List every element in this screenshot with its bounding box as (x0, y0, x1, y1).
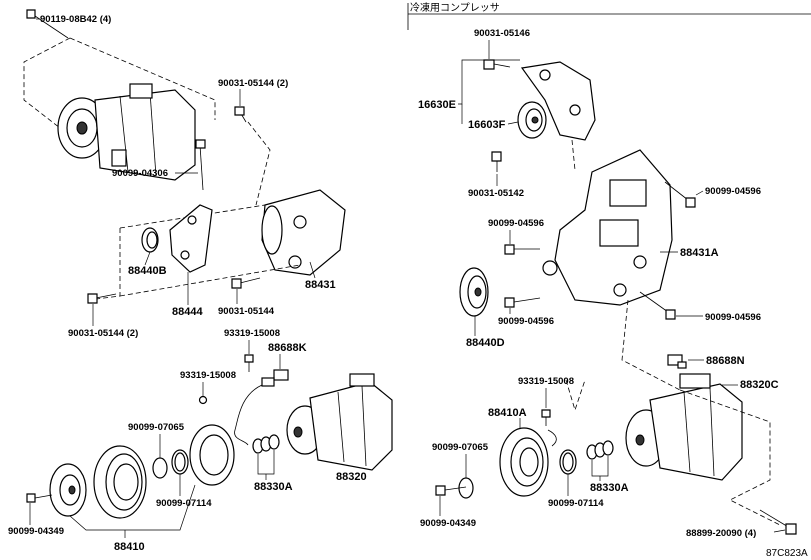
bolt-pulley-left[interactable] (26, 493, 53, 503)
label-left-ring-outer: 90099-07065 (128, 422, 185, 433)
bolt-left-lower-right[interactable] (504, 297, 541, 308)
label-right-bolt-lower-right: 90099-04596 (705, 312, 761, 323)
tensioner-pulley-right[interactable] (517, 101, 547, 139)
label-right-bolt-left-lower: 90099-04596 (498, 316, 554, 327)
idler-pulley-right[interactable] (459, 267, 489, 317)
label-left-bolt-mid: 90099-04306 (112, 168, 168, 179)
bolt-left-upper-right[interactable] (504, 244, 540, 255)
section-header: 冷凍用コンプレッサ (410, 1, 500, 14)
label-left-bolt-clutch: 93319-15008 (180, 370, 236, 381)
label-left-bolt-top: 90119-08B42 (4) (40, 14, 111, 25)
bolt-lower-right[interactable] (639, 291, 676, 320)
label-right-clutch-assy: 88410A (488, 407, 527, 419)
label-left-bolt-pulley: 90099-04349 (8, 526, 64, 537)
bolt-top-right[interactable] (483, 59, 511, 70)
bolt-bracket-left[interactable] (231, 277, 261, 289)
label-right-bolt-pulley: 90099-04349 (420, 518, 476, 529)
label-right-bolt-top: 90031-05146 (474, 28, 530, 39)
label-right-idler-pulley: 88440D (466, 337, 505, 349)
bolt-upper-left[interactable] (234, 106, 247, 123)
clutch-pulley-right[interactable] (499, 427, 549, 497)
label-right-ring-outer: 90099-07065 (432, 442, 489, 453)
tensioner-bracket-right[interactable] (520, 61, 596, 141)
bolt-mid-left[interactable] (195, 139, 206, 191)
compressor-lower-right[interactable] (625, 373, 743, 481)
label-right-bolt-left-upper: 90099-04596 (488, 218, 544, 229)
label-right-tensioner-assy: 16630E (418, 99, 456, 111)
label-right-ring-inner: 90099-07114 (548, 498, 604, 509)
shims-right[interactable] (586, 440, 614, 460)
bolt-switch-right[interactable] (541, 409, 551, 426)
bolt-clutch-left[interactable] (198, 395, 208, 405)
label-left-bracket-main: 88431 (305, 279, 336, 291)
label-left-bracket-small: 88444 (172, 306, 203, 318)
bracket-main-right[interactable] (542, 149, 673, 306)
pressure-plate-left[interactable] (49, 463, 87, 517)
snap-ring-inner-left[interactable] (171, 449, 189, 475)
bolt-compressor-right[interactable] (759, 509, 797, 535)
compressor-upper-left[interactable] (57, 83, 196, 181)
label-left-bolt-upper: 90031-05144 (2) (218, 78, 288, 89)
snap-ring-inner-right[interactable] (559, 449, 577, 475)
bracket-main-left[interactable] (261, 189, 346, 276)
field-coil-left[interactable] (189, 424, 235, 486)
bolt-upper-right[interactable] (664, 181, 696, 208)
bracket-small-left[interactable] (169, 204, 213, 273)
label-left-bolt-lower: 90031-05144 (2) (68, 328, 138, 339)
label-right-tensioner-pulley: 16603F (468, 119, 506, 131)
bolt-tensioner-right[interactable] (491, 151, 502, 172)
connector-left[interactable] (261, 369, 289, 387)
compressor-lower-left[interactable] (286, 373, 393, 471)
label-left-clutch-assy: 88410 (114, 541, 145, 553)
label-right-bolt-compressor: 88899-20090 (4) (686, 528, 756, 539)
label-left-bolt-switch: 93319-15008 (224, 328, 280, 339)
bolt-top-left[interactable] (26, 9, 69, 39)
bolt-switch-left[interactable] (244, 354, 254, 372)
label-left-ring-inner: 90099-07114 (156, 498, 212, 509)
label-right-bracket-main: 88431A (680, 247, 719, 259)
clutch-pulley-left[interactable] (93, 445, 147, 519)
label-right-shims: 88330A (590, 482, 629, 494)
label-right-bolt-upper-right: 90099-04596 (705, 186, 761, 197)
label-right-compressor: 88320C (740, 379, 779, 391)
shims-left[interactable] (252, 434, 280, 454)
connector-right[interactable] (667, 354, 687, 369)
idler-pulley-left[interactable] (141, 227, 159, 253)
snap-ring-outer-left[interactable] (152, 457, 168, 479)
bolt-lower-left[interactable] (87, 293, 117, 304)
label-left-shims: 88330A (254, 481, 293, 493)
label-right-bolt-switch: 93319-15008 (518, 376, 574, 387)
label-right-bolt-tensioner: 90031-05142 (468, 188, 524, 199)
label-left-connector: 88688K (268, 342, 307, 354)
label-left-idler-pulley: 88440B (128, 265, 167, 277)
label-left-bolt-bracket: 90031-05144 (218, 306, 275, 317)
label-left-compressor: 88320 (336, 471, 367, 483)
diagram-code: 87C823A (766, 548, 808, 559)
bolt-pulley-right[interactable] (435, 485, 467, 496)
label-right-connector: 88688N (706, 355, 745, 367)
